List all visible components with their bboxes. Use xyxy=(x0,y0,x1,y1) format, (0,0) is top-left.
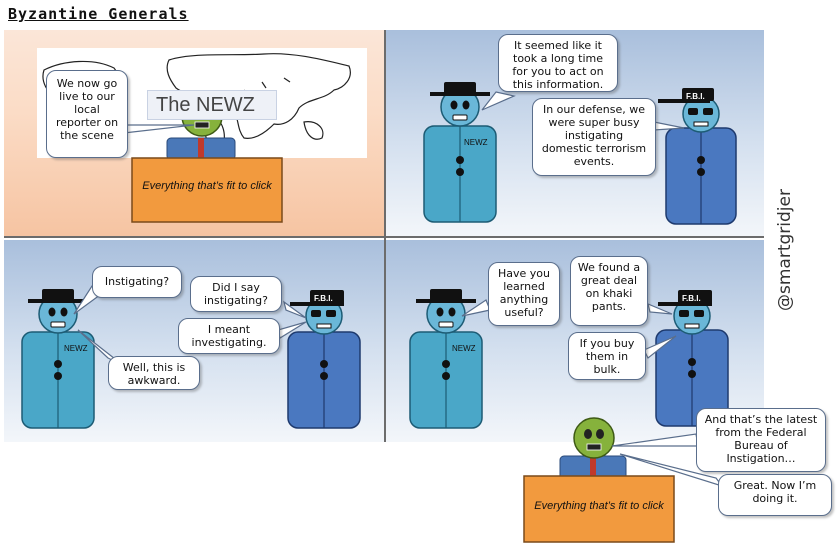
closing-anchor-art xyxy=(523,417,675,543)
speech-bubble-reporter: Have you learned anything useful? xyxy=(488,262,560,326)
speech-bubble-anchor-closing: And that’s the latest from the Federal B… xyxy=(696,408,826,472)
panel-2: NEWZ F.B.I. It seemed like it took a lon… xyxy=(386,30,764,236)
panel-divider-horizontal xyxy=(4,236,764,238)
speech-bubble-agent: In our defense, we were super busy insti… xyxy=(532,98,656,176)
reporter-figure xyxy=(21,289,95,429)
fbi-hat-badge: F.B.I. xyxy=(682,294,701,303)
speech-bubble-agent-2: I meant investigating. xyxy=(178,318,280,354)
fbi-hat-badge: F.B.I. xyxy=(314,294,333,303)
speech-bubble-reporter-2: Well, this is awkward. xyxy=(108,356,200,390)
newz-badge: NEWZ xyxy=(452,344,476,353)
reporter-figure xyxy=(409,289,483,429)
khaki-pants-art xyxy=(409,289,729,429)
comic-title: Byzantine Generals xyxy=(8,5,189,23)
speech-bubble-reporter-1: Instigating? xyxy=(92,266,182,298)
panel-3: NEWZ F.B.I. Instigating? Did I say insti… xyxy=(4,240,384,442)
artist-handle-text: @smartgridjer xyxy=(775,189,795,311)
fbi-agent-figure xyxy=(655,290,729,427)
desk-tagline: Everything that’s fit to click xyxy=(534,500,664,512)
panel-1: The NEWZ We now go live to our local rep… xyxy=(4,30,384,236)
speech-bubble-agent-1: We found a great deal on khaki pants. xyxy=(570,256,648,326)
speech-bubble-anchor: We now go live to our local reporter on … xyxy=(46,70,128,158)
desk-tagline: Everything that’s fit to click xyxy=(142,180,272,192)
fbi-hat-badge: F.B.I. xyxy=(686,92,705,101)
news-desk xyxy=(523,475,675,543)
speech-bubble-reporter: It seemed like it took a long time for y… xyxy=(498,34,618,92)
speech-bubble-agent-1: Did I say instigating? xyxy=(190,276,282,312)
news-banner: The NEWZ xyxy=(147,90,277,120)
panel-4: NEWZ F.B.I. Have you learned anything us… xyxy=(386,240,764,442)
speech-bubble-agent-2: If you buy them in bulk. xyxy=(568,332,646,380)
interview-art xyxy=(423,82,737,225)
fbi-agent-figure xyxy=(658,88,737,225)
reporter-figure xyxy=(423,82,497,223)
fbi-agent-figure xyxy=(287,290,361,429)
speech-bubble-anchor-final: Great. Now I’m doing it. xyxy=(718,474,832,516)
news-anchor xyxy=(559,417,627,481)
news-desk xyxy=(131,157,283,223)
artist-handle: @smartgridjer xyxy=(770,180,800,320)
newz-badge: NEWZ xyxy=(464,138,488,147)
newz-badge: NEWZ xyxy=(64,344,88,353)
